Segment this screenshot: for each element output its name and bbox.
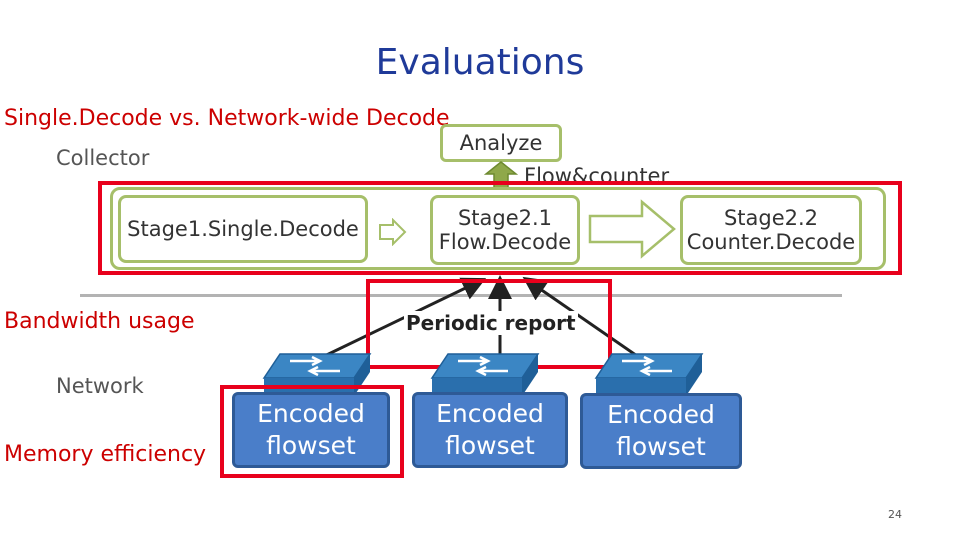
stage21-line2: Flow.Decode (438, 230, 572, 254)
encoded-line1: Encoded (436, 398, 544, 428)
stage21-line1: Stage2.1 (457, 205, 553, 230)
page-number: 24 (888, 508, 902, 521)
switch-icon (594, 353, 704, 396)
bandwidth-label: Bandwidth usage (4, 309, 195, 334)
right-arrow-icon (379, 218, 407, 246)
memory-label: Memory efficiency (4, 442, 207, 467)
memory-highlight (220, 385, 404, 478)
encoded-flowset-box: Encoded flowset (232, 392, 390, 468)
collector-box (110, 187, 886, 270)
encoded-line1: Encoded (607, 399, 715, 429)
comparison-label: Single.Decode vs. Network-wide Decode (4, 106, 450, 131)
stage22-line1: Stage2.2 (723, 205, 819, 230)
slide-title: Evaluations (375, 42, 585, 83)
analyze-box: Analyze (440, 124, 562, 162)
encoded-flowset-box: Encoded flowset (412, 392, 568, 468)
stage22-box: Stage2.2 Counter.Decode (680, 195, 862, 265)
stage21-box: Stage2.1 Flow.Decode (430, 195, 580, 265)
switch-icon (430, 353, 540, 396)
collector-label: Collector (56, 146, 150, 170)
stage1-box: Stage1.Single.Decode (118, 195, 368, 263)
switch-icon (262, 353, 372, 396)
collector-highlight (98, 181, 902, 275)
periodic-report-label: Periodic report (404, 311, 578, 335)
encoded-line2: flowset (616, 432, 706, 461)
encoded-line2: flowset (266, 431, 356, 460)
encoded-line2: flowset (445, 431, 535, 460)
network-label: Network (56, 374, 144, 398)
stage22-line2: Counter.Decode (686, 230, 856, 254)
right-arrow-icon (588, 199, 676, 259)
encoded-line1: Encoded (257, 398, 365, 428)
encoded-flowset-box: Encoded flowset (580, 393, 742, 469)
stage1-label: Stage1.Single.Decode (127, 216, 359, 241)
